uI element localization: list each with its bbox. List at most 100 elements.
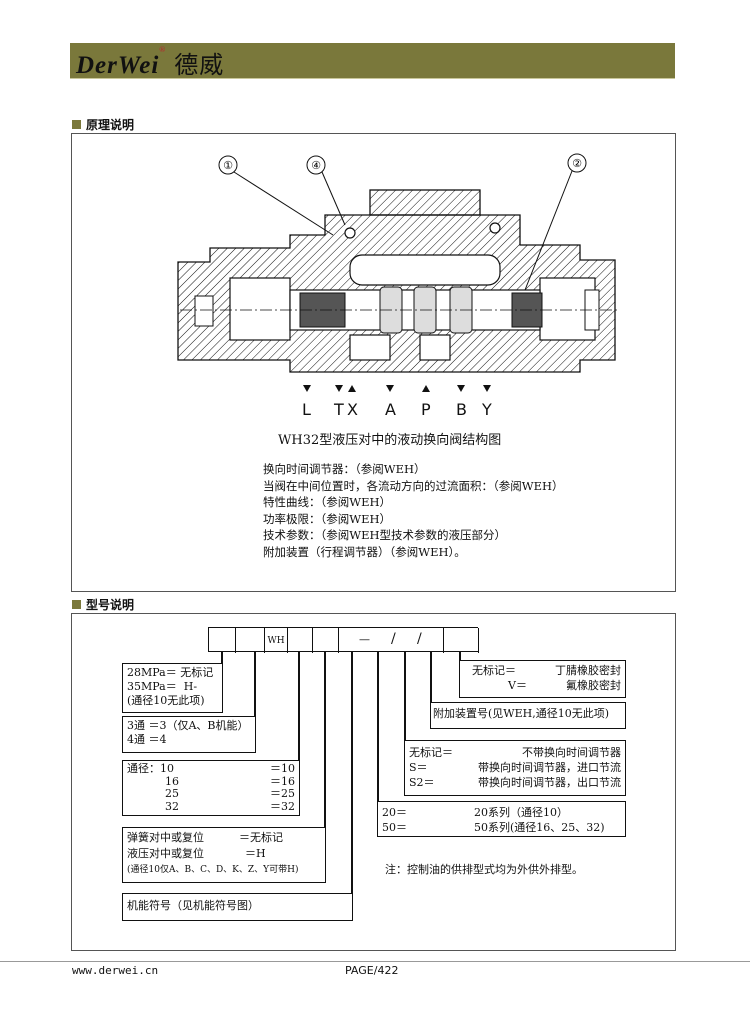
model-box (71, 613, 676, 951)
port-label-B: B (456, 400, 467, 419)
size-value: 25 (165, 787, 179, 800)
size-code: ＝16 (270, 774, 295, 788)
pressure-35: 35MPa＝ (127, 680, 177, 693)
arrow-down-icon (457, 385, 465, 392)
note-line: 附加装置（行程调节器）（参阅WEH）。 (263, 544, 466, 559)
code-cell (313, 628, 339, 653)
note-line: 技术参数：（参阅WEH型技术参数的液压部分） (263, 528, 506, 543)
seal-fkm: V＝ (508, 679, 527, 692)
centering-hydraulic-code: ＝H (245, 847, 266, 860)
size-code: ＝10 (270, 762, 295, 775)
callout-2-circle (567, 153, 587, 173)
port-channel (349, 334, 391, 361)
code-cell (443, 628, 479, 653)
section-title: 原理说明 (86, 118, 135, 132)
footer-url: www.derwei.cn (72, 964, 159, 977)
callout-1-circle (218, 155, 238, 175)
bullet-square-icon (72, 600, 81, 609)
left-end-chamber (229, 277, 291, 341)
pressure-28-code: 无标记 (180, 666, 214, 679)
section-heading-principle: 原理说明 (72, 116, 134, 133)
series-20: 20＝ (382, 806, 407, 819)
series-box: 20＝ 20系列（通径10） 50＝ 50系列(通径16、25、32) (377, 801, 626, 837)
pilot-ball (489, 222, 501, 234)
callout-4-circle (306, 155, 326, 175)
size-value: 16 (165, 774, 179, 788)
centering-note: (通径10仅A、B、C、D、K、Z、Y可带H) (127, 865, 299, 875)
note-line: 特性曲线：（参阅WEH） (263, 495, 391, 510)
port-channel (419, 334, 451, 361)
port-arrows (303, 385, 491, 392)
ways-3: 3通 ＝3（仅A、B机能） (127, 719, 249, 732)
port-label-Y: Y (482, 400, 492, 419)
code-dash: — (359, 633, 370, 646)
ways-4: 4通 ＝4 (127, 733, 167, 746)
note-line: 功率极限：（参阅WEH） (263, 511, 391, 526)
size-value: 32 (165, 799, 179, 813)
diagram-caption: WH32型液压对中的液动换向阀结构图 (278, 433, 502, 448)
internal-channel (349, 254, 501, 286)
timer-s-desc: 带换向时间调节器，进口节流 (478, 761, 621, 774)
code-cell (236, 628, 265, 653)
bullet-square-icon (72, 120, 81, 129)
size-code: ＝25 (270, 787, 295, 800)
timer-s: S＝ (409, 761, 428, 774)
centering-box: 弹簧对中或复位＝无标记 液压对中或复位＝H (通径10仅A、B、C、D、K、Z、… (122, 827, 326, 883)
timer-s2: S2＝ (409, 776, 435, 789)
code-slash: / (391, 631, 396, 647)
size-label: 通径： (127, 762, 160, 775)
principle-box (71, 133, 676, 592)
ways-box: 3通 ＝3（仅A、B机能） 4通 ＝4 (122, 716, 256, 753)
pressure-box: 28MPa＝ 无标记 35MPa＝ H- (通径10无此项) (122, 663, 223, 713)
size-value: 10 (160, 762, 174, 775)
port-label-A: A (385, 400, 396, 419)
pressure-note: (通径10无此项) (127, 694, 205, 707)
code-cell-wh: WH (265, 628, 288, 653)
section-heading-model: 型号说明 (72, 596, 134, 613)
centering-spring-code: ＝无标记 (239, 831, 283, 844)
timer-none: 无标记＝ (409, 746, 453, 759)
pilot-ball (344, 227, 356, 239)
arrow-up-icon (348, 385, 356, 392)
note-line: 换向时间调节器：（参阅WEH） (263, 462, 426, 476)
seal-nbr: 无标记＝ (472, 664, 516, 677)
logo: DerWei®德威 (76, 45, 224, 80)
timer-s2-desc: 带换向时间调节器，出口节流 (478, 776, 621, 789)
note-line: 当阀在中间位置时，各流动方向的过流面积：（参阅WEH） (263, 478, 564, 493)
registered-mark: ® (159, 45, 167, 54)
code-cell (209, 628, 236, 653)
code-cell-group: — / / (339, 628, 443, 653)
port-label-L: L (302, 400, 311, 419)
arrow-down-icon (335, 385, 343, 392)
function-box: 机能符号（见机能符号图） (122, 893, 353, 921)
series-50-desc: 50系列(通径16、25、32) (474, 821, 605, 834)
code-cell (288, 628, 313, 653)
valve-cross-section-drawing: ① ④ ② (177, 153, 620, 392)
accessory-box: 附加装置号(见WEH,通径10无此项) (430, 702, 626, 729)
port-label-P: P (421, 400, 431, 419)
arrow-up-icon (422, 385, 430, 392)
centering-hydraulic: 液压对中或复位 (127, 847, 204, 860)
notes-list: 换向时间调节器：（参阅WEH） 当阀在中间位置时，各流动方向的过流面积：（参阅W… (263, 461, 564, 561)
left-spring (194, 295, 214, 327)
callout-2: ② (572, 157, 582, 170)
pressure-28: 28MPa＝ (127, 666, 177, 679)
pilot-valve-cover (369, 189, 481, 216)
size-box: 通径：10＝10 16＝16 25＝25 32＝32 (122, 760, 300, 816)
control-oil-note: 注：控制油的供排型式均为外供外排型。 (385, 863, 583, 876)
page-number: PAGE/422 (345, 964, 399, 977)
callout-1: ① (223, 159, 233, 172)
code-slash: / (417, 631, 422, 647)
port-label-T: T (334, 400, 344, 419)
series-20-desc: 20系列（通径10） (474, 806, 568, 819)
timer-none-desc: 不带换向时间调节器 (522, 746, 621, 759)
callout-4: ④ (311, 159, 321, 172)
timer-box: 无标记＝ 不带换向时间调节器 S＝ 带换向时间调节器，进口节流 S2＝ 带换向时间调节… (404, 740, 626, 796)
port-label-X: X (347, 400, 358, 419)
section-title: 型号说明 (86, 598, 135, 612)
series-50: 50＝ (382, 821, 407, 834)
brand-header: DerWei®德威 (70, 43, 675, 79)
seal-box: 无标记＝丁腈橡胶密封 V＝氟橡胶密封 (459, 660, 626, 698)
footer-divider (0, 961, 750, 962)
